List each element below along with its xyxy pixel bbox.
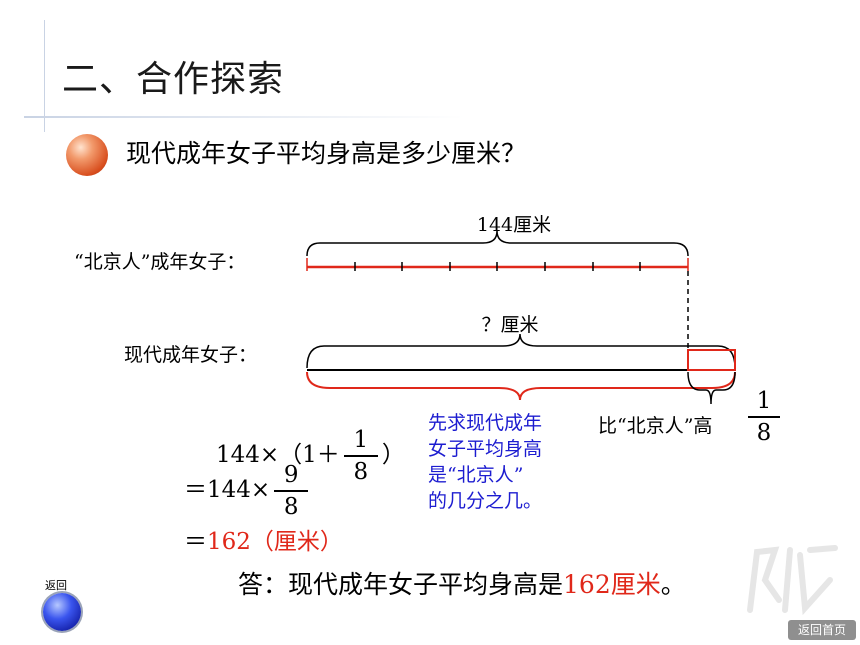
hint-line-3: 是“北京人” — [428, 464, 524, 486]
home-button[interactable]: 返回首页 — [788, 620, 856, 640]
answer-suffix: 。 — [660, 570, 686, 599]
fraction-bar — [274, 490, 309, 492]
modern-label: 现代成年女子： — [124, 344, 258, 366]
answer-sentence: 答：现代成年女子平均身高是162厘米。 — [238, 565, 686, 601]
watermark-icon — [747, 545, 838, 616]
answer-value: 162厘米 — [563, 570, 661, 599]
extra-text: 比“北京人”高 — [598, 415, 713, 437]
beijing-label: “北京人”成年女子： — [74, 251, 246, 273]
calc-line-1-den: 8 — [353, 458, 369, 485]
calc-line-1-b: 1＋ — [302, 441, 340, 468]
fraction-bar — [748, 416, 780, 418]
calc-line-3-eq: ＝ — [184, 529, 207, 555]
calc-line-2-num: 9 — [283, 462, 299, 488]
calc-line-1-c: ） — [381, 441, 405, 468]
beijing-segment-ticks — [306, 258, 689, 271]
top-brace — [306, 230, 689, 257]
calc-line-2: ＝144× 9 8 — [184, 462, 309, 520]
hint-line-2: 女子平均身高 — [428, 438, 543, 460]
red-lower-brace — [306, 371, 736, 401]
extra-fraction: 1 8 — [748, 388, 780, 446]
answer-prefix: 答：现代成年女子平均身高是 — [238, 570, 564, 599]
page-title: 二、合作探索 — [62, 59, 285, 100]
calc-line-2-den: 8 — [283, 493, 299, 520]
top-measure-label: 144厘米 — [476, 214, 552, 236]
fraction-bar — [343, 455, 378, 457]
hint-line-1: 先求现代成年 — [428, 412, 543, 434]
calc-line-1-a: 144×（ — [216, 441, 303, 468]
extra-fraction-den: 8 — [756, 419, 772, 446]
extra-part-brace — [687, 371, 736, 405]
header-vertical-line — [44, 20, 45, 132]
hint-note: 先求现代成年 女子平均身高 是“北京人” 的几分之几。 — [428, 410, 588, 514]
calc-line-2-a: ＝144× — [184, 476, 271, 503]
question-text: 现代成年女子平均身高是多少厘米？ — [126, 139, 527, 168]
extra-fraction-num: 1 — [756, 388, 772, 414]
modern-top-brace — [306, 333, 736, 369]
orange-ball-bullet-icon — [66, 134, 108, 176]
calc-line-1-num: 1 — [353, 427, 369, 453]
hint-line-4: 的几分之几。 — [428, 490, 543, 512]
modern-measure-label: ？厘米 — [481, 314, 539, 336]
extra-part-box — [687, 349, 736, 371]
back-button[interactable] — [43, 593, 81, 631]
back-label: 返回 — [45, 579, 67, 592]
calc-result: 162（厘米） — [207, 529, 343, 555]
calc-line-1: 144×（1＋ 1 8 ） — [216, 427, 405, 485]
calc-line-3: ＝162（厘米） — [184, 522, 343, 556]
header-horizontal-line — [24, 116, 464, 118]
